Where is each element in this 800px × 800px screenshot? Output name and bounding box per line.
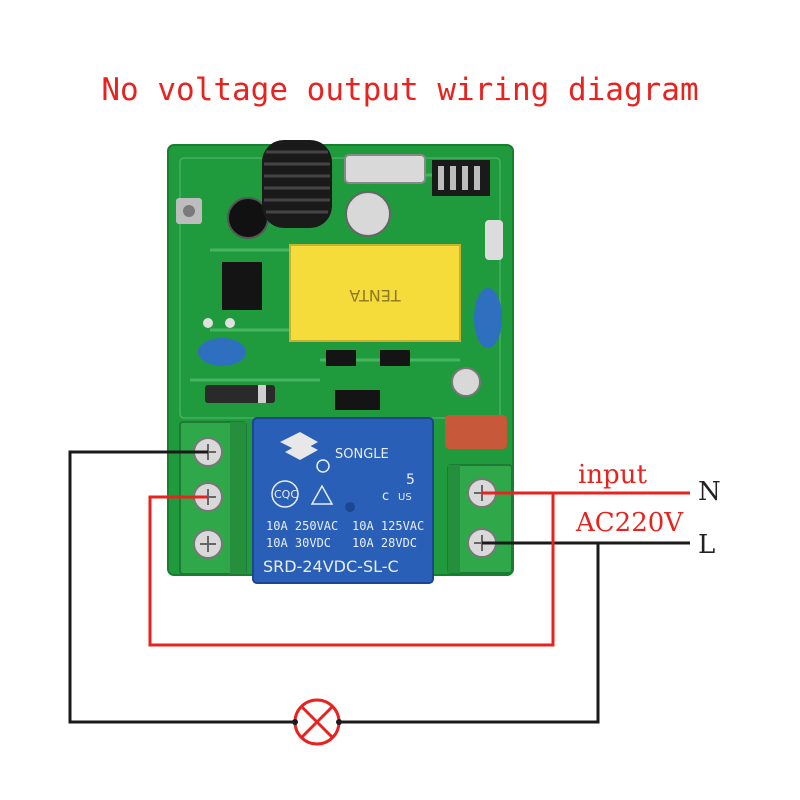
black-wire: [68, 450, 690, 724]
relay-rating-4: 10A 28VDC: [352, 536, 417, 550]
relay-model: SRD-24VDC-SL-C: [263, 557, 399, 576]
screw-terminal-icon: [193, 529, 223, 559]
red-wire: [148, 491, 690, 647]
relay-rating-3: 10A 30VDC: [266, 536, 331, 550]
lamp-icon: [292, 698, 342, 746]
input-label: input: [578, 460, 647, 490]
relay-mark-cqc: CQC: [274, 488, 298, 501]
relay-rating-1: 10A 250VAC: [266, 519, 338, 533]
svg-text:c: c: [382, 489, 389, 504]
live-label: L: [698, 530, 716, 560]
voltage-label: AC220V: [576, 508, 684, 538]
varistor: [445, 415, 507, 449]
neutral-label: N: [698, 477, 721, 507]
relay-mark-us: US: [398, 492, 412, 503]
diagram-title: No voltage output wiring diagram: [101, 72, 699, 108]
relay-mark-5: 5: [406, 472, 415, 488]
antenna-coil-icon: [262, 140, 332, 228]
relay-rating-2: 10A 125VAC: [352, 519, 424, 533]
right-terminal-block: [447, 464, 513, 574]
relay-icon: SONGLE CQC 5 US c 10A 250VAC 10A 125VAC …: [252, 417, 434, 584]
relay-brand: SONGLE: [335, 447, 389, 462]
transformer-label: TENTA: [349, 286, 401, 305]
transformer: TENTA: [289, 244, 461, 342]
ic-chip: [222, 262, 262, 310]
diode: [205, 385, 275, 403]
